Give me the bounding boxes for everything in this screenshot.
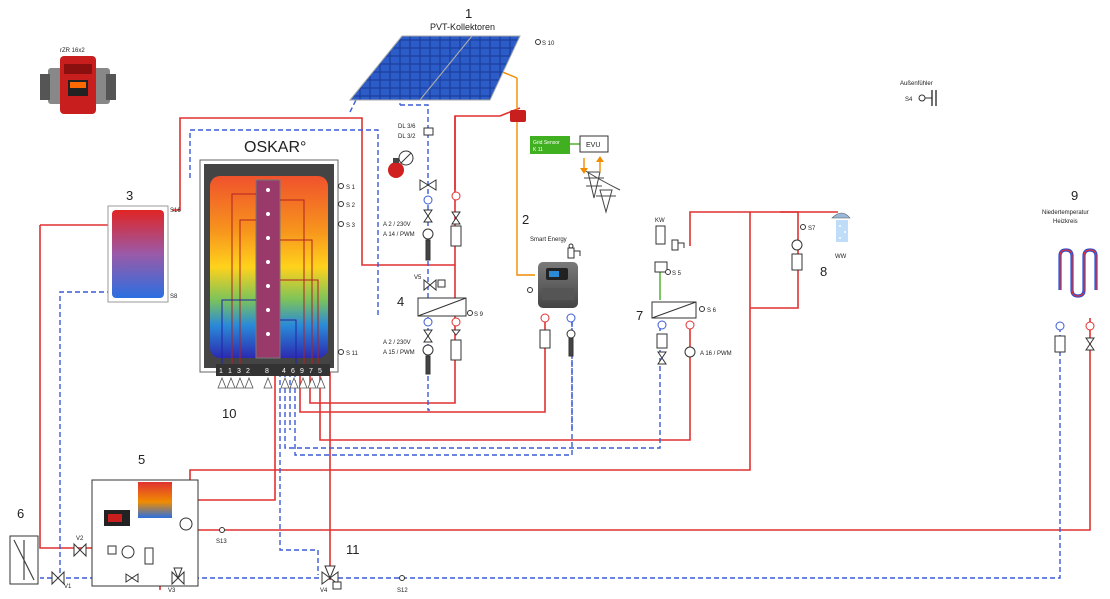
valve-v3-label: V3 (168, 588, 176, 594)
component-number-9: 9 (1071, 188, 1078, 203)
component-number-11: 11 (346, 542, 360, 557)
sensor-s15-label: S 5 (672, 271, 682, 277)
a14-label-2: A 14 / PWM (383, 232, 415, 238)
evu-label: EVU (586, 142, 600, 149)
valve-v4-label: V4 (320, 588, 328, 594)
sensor-s3-label: S 3 (346, 223, 356, 229)
shower-icon (831, 212, 851, 242)
dl-label-2: DL 3/2 (398, 134, 416, 140)
connector-2: 1 (228, 368, 232, 375)
component-number-10: 10 (222, 406, 236, 421)
heating-coil-icon (1058, 248, 1098, 298)
sensor-s8-label: S8 (170, 294, 178, 300)
sensor-s16-label: S16 (170, 208, 181, 214)
component-number-7: 7 (636, 308, 643, 323)
connector-5: 8 (265, 368, 269, 375)
heat-exchanger-4 (417, 297, 467, 317)
faucet-icon-kw (671, 239, 685, 251)
v5-label: V5 (414, 275, 422, 281)
a16-label: A 16 / PWM (700, 351, 732, 357)
heat-pump-station-5: 5 V3 S13 (91, 452, 227, 594)
boiler-label: rZR 16x2 (60, 48, 85, 54)
grid-components: Grid Sensor K 11 EVU (510, 110, 621, 214)
sensor-s7-label: S7 (808, 226, 816, 232)
outdoor-sensor-label: Außenfühler (900, 81, 933, 87)
connector-7: 6 (291, 368, 295, 375)
oskar-storage-tank: OSKAR° S 1 S 2 S 3 (199, 139, 359, 421)
boiler-unit: rZR 16x2 (40, 48, 116, 114)
outdoor-sensor-s4-label: S4 (905, 97, 913, 103)
heat-exchanger-7 (651, 301, 697, 319)
component-number-5: 5 (138, 452, 145, 467)
air-collector-6: 6 V1 V2 (9, 506, 87, 590)
connector-8: 9 (300, 368, 304, 375)
sensor-s13-label: S13 (216, 539, 227, 545)
component-number-3: 3 (126, 188, 133, 203)
a14-label-1: A 2 / 230V (383, 222, 411, 228)
solar-station-4: DL 3/6 DL 3/2 A 2 / 230V A 14 / PWM V5 4 (383, 124, 484, 375)
connector-6: 4 (282, 368, 286, 375)
component-number-6: 6 (17, 506, 24, 521)
domestic-hot-water-8: S7 WW 8 (791, 212, 851, 279)
faucet-icon (567, 243, 581, 259)
grid-sensor-label-1: Grid Sensor (533, 140, 560, 146)
outdoor-sensor: Außenfühler S4 (900, 81, 937, 106)
oskar-title: OSKAR° (244, 139, 306, 156)
sensor-s11-label: S 11 (346, 351, 359, 357)
fresh-water-station-7: KW S 5 7 S 6 A 16 / PWM (636, 218, 732, 365)
floor-heating-9: 9 Niedertemperatur Heizkreis (1042, 188, 1098, 353)
temp-indicator-upper (423, 191, 462, 247)
buffer-tank-3: 3 S16 S8 (107, 188, 181, 303)
oskar-sensors: S 1 S 2 S 3 S 11 (338, 183, 359, 357)
connector-3: 3 (237, 368, 241, 375)
kw-label: KW (655, 218, 665, 224)
mixing-valve-11: 11 V4 S12 (320, 542, 408, 594)
connector-9: 7 (309, 368, 313, 375)
power-pylon-icon (583, 169, 621, 214)
sensor-s6-label: S 6 (707, 308, 717, 314)
floor-heating-label-2: Heizkreis (1053, 219, 1078, 225)
grid-sensor-label-2: K 11 (533, 147, 543, 153)
a15-label-1: A 2 / 230V (383, 340, 411, 346)
smart-energy-label: Smart Energy (530, 237, 567, 243)
valve-v1-label: V1 (64, 584, 72, 590)
pvt-title: PVT-Kollektoren (430, 22, 495, 32)
component-number-4: 4 (397, 294, 404, 309)
pvt-collectors: 1 PVT-Kollektoren S 10 (348, 6, 555, 101)
ww-label: WW (835, 254, 847, 260)
connector-4: 2 (246, 368, 250, 375)
connector-strip: 1 1 3 2 8 4 6 9 7 5 (219, 368, 322, 375)
dl-label-1: DL 3/6 (398, 124, 416, 130)
sensor-s1-label: S 1 (346, 185, 356, 191)
sensor-s2-label: S 2 (346, 203, 356, 209)
connector-10: 5 (318, 368, 322, 375)
floor-heating-label-1: Niedertemperatur (1042, 210, 1089, 216)
smart-energy-unit: 2 Smart Energy (522, 212, 581, 357)
sensor-s12-label: S12 (397, 588, 408, 594)
valve-v2-label: V2 (76, 536, 84, 542)
sensor-s10-label: S 10 (542, 41, 555, 47)
component-number-8: 8 (820, 264, 827, 279)
a15-label-2: A 15 / PWM (383, 350, 415, 356)
sensor-s9-label: S 9 (474, 312, 484, 318)
connector-1: 1 (219, 368, 223, 375)
component-number-1: 1 (465, 6, 472, 21)
component-number-2: 2 (522, 212, 529, 227)
expansion-vessel (388, 158, 404, 178)
